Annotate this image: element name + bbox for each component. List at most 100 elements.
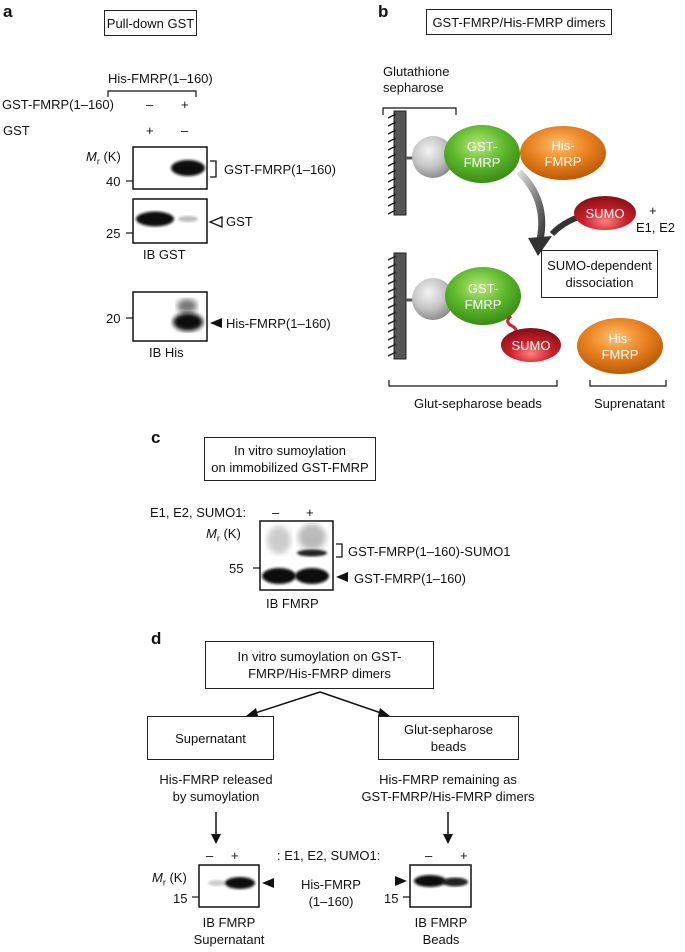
gst-fmrp-top-text-2: FMRP	[463, 155, 501, 170]
beads-box-text-2: beads	[430, 739, 467, 754]
mr-label-a: Mr (K)	[86, 149, 121, 167]
smear-c-lane1	[267, 526, 291, 554]
dissociation-text-2: dissociation	[565, 275, 634, 290]
row1-sign-2: +	[181, 97, 189, 112]
c-sign-2: +	[306, 505, 314, 520]
right-desc-1: His-FMRP remaining as	[379, 772, 517, 787]
beads-bracket	[388, 380, 558, 387]
dissociation-arrow	[516, 169, 546, 241]
glutathione-bracket	[382, 107, 457, 115]
marker-40: 40	[106, 174, 121, 189]
blot-his	[132, 291, 208, 342]
blot-d-beads	[409, 864, 472, 908]
glutathione-label: Glutathione	[383, 64, 450, 79]
his-label-d-1: His-FMRP	[301, 877, 361, 892]
band-d-beads-lane1	[414, 875, 446, 887]
left-desc-1: His-FMRP released	[159, 772, 273, 787]
band-d-sup-lane2	[225, 877, 255, 889]
marker-20: 20	[106, 311, 121, 326]
his-construct-bracket	[107, 90, 197, 97]
band-d-sup-lane1	[208, 880, 226, 886]
glutathione-sphere-bottom	[412, 278, 454, 320]
gst-fmrp-bottom-text-2: FMRP	[464, 297, 502, 312]
supernatant-box-text: Supernatant	[175, 730, 246, 746]
mr-label-d: Mr (K)	[152, 870, 187, 888]
band-label-c-main: GST-FMRP(1–160)	[354, 571, 466, 586]
gst-fmrp-top-text-1: GST-	[466, 139, 498, 154]
panel-a-title: Pull-down GST	[106, 15, 195, 31]
sumo-attached-text: SUMO	[511, 338, 551, 353]
row2-sign-2: –	[181, 123, 189, 138]
arrow-to-supernatant	[251, 691, 321, 715]
dissociation-text-1: SUMO-dependent	[547, 258, 652, 273]
d-right-sign-1: –	[425, 848, 433, 863]
arrowhead-to-beads	[378, 708, 390, 716]
d-left-sign-1: –	[206, 848, 214, 863]
sepharose-label: sepharose	[383, 80, 444, 95]
beads-label: Glut-sepharose beads	[414, 396, 542, 411]
gst-fmrp-bottom-text-1: GST-	[467, 281, 499, 296]
left-desc-2: by sumoylation	[172, 789, 260, 804]
dissociation-arrowhead	[528, 236, 552, 256]
row2-sign-1: +	[146, 123, 154, 138]
his-fmrp-released-text-2: FMRP	[601, 347, 639, 362]
panel-b-title: GST-FMRP/His-FMRP dimers	[432, 14, 606, 30]
his-fmrp-top-text-1: His-	[551, 138, 575, 153]
panel-c-title-1: In vitro sumoylation	[233, 443, 346, 458]
glutathione-sphere-top	[412, 136, 454, 178]
bracket-c-sumo	[336, 543, 343, 558]
right-desc-2: GST-FMRP/His-FMRP dimers	[361, 789, 535, 804]
d-left-sign-2: +	[231, 848, 239, 863]
panel-d-title-1: In vitro sumoylation on GST-	[237, 649, 402, 664]
supernatant-label-b: Suprenatant	[594, 396, 665, 411]
panel-a-title-box: Pull-down GST	[104, 10, 197, 36]
panel-d-title-box: In vitro sumoylation on GST-FMRP/His-FMR…	[205, 641, 434, 689]
ib-d-left-1: IB FMRP	[202, 915, 256, 930]
band-d-beads-lane2	[442, 877, 468, 887]
sumo-attached	[501, 328, 561, 362]
band-c-lane2	[295, 568, 329, 584]
ib-his-label: IB His	[149, 345, 184, 360]
arrowhead-d-left	[262, 878, 274, 888]
arrowhead-his	[210, 318, 222, 328]
gst-fmrp-top	[444, 125, 520, 183]
ib-d-left-2: Supernatant	[193, 932, 265, 947]
condition-c: E1, E2, SUMO1:	[150, 505, 247, 520]
panel-c-title-2: on immobilized GST-FMRP	[211, 460, 369, 475]
band-label-gst-fmrp: GST-FMRP(1–160)	[224, 162, 336, 177]
band-label-his: His-FMRP(1–160)	[226, 316, 331, 331]
band-c-sumo	[297, 549, 327, 557]
band-his-smear-top	[177, 299, 197, 313]
sumo-free-text: SUMO	[585, 206, 625, 221]
smear-c-lane2	[298, 524, 326, 550]
plus-sign: +	[649, 203, 657, 218]
marker-25: 25	[106, 226, 121, 241]
band-c-lane1	[262, 568, 296, 584]
panel-c-label: c	[151, 428, 161, 447]
arrowhead-down-right	[443, 834, 453, 844]
bead-bottom	[387, 252, 422, 360]
e1e2-label: E1, E2	[636, 220, 676, 235]
marker-55: 55	[229, 561, 244, 576]
arrow-to-beads	[319, 691, 385, 715]
sumo-free	[574, 196, 636, 230]
ib-d-right-1: IB FMRP	[414, 915, 468, 930]
marker-15a: 15	[173, 891, 188, 906]
band-his-lane2	[173, 313, 203, 331]
panel-a-label: a	[3, 2, 13, 21]
arrowhead-to-supernatant	[246, 708, 258, 716]
panel-c-title-box: In vitro sumoylation on immobilized GST-F…	[204, 437, 376, 481]
supernatant-box: Supernatant	[147, 716, 274, 760]
his-fmrp-released-text-1: His-	[608, 331, 632, 346]
panel-d-label: d	[151, 629, 162, 648]
marker-15b: 15	[384, 891, 399, 906]
row1-sign-1: –	[146, 97, 154, 112]
his-fmrp-top-text-2: FMRP	[544, 154, 582, 169]
his-construct-label: His-FMRP(1–160)	[108, 71, 213, 86]
band-label-c-sumo: GST-FMRP(1–160)-SUMO1	[348, 544, 511, 559]
band-gst-fmrp-lane2	[171, 160, 205, 176]
beads-box-text-1: Glut-sepharose	[404, 722, 493, 737]
open-arrowhead-gst	[208, 216, 223, 228]
arrowhead-c	[336, 572, 348, 582]
